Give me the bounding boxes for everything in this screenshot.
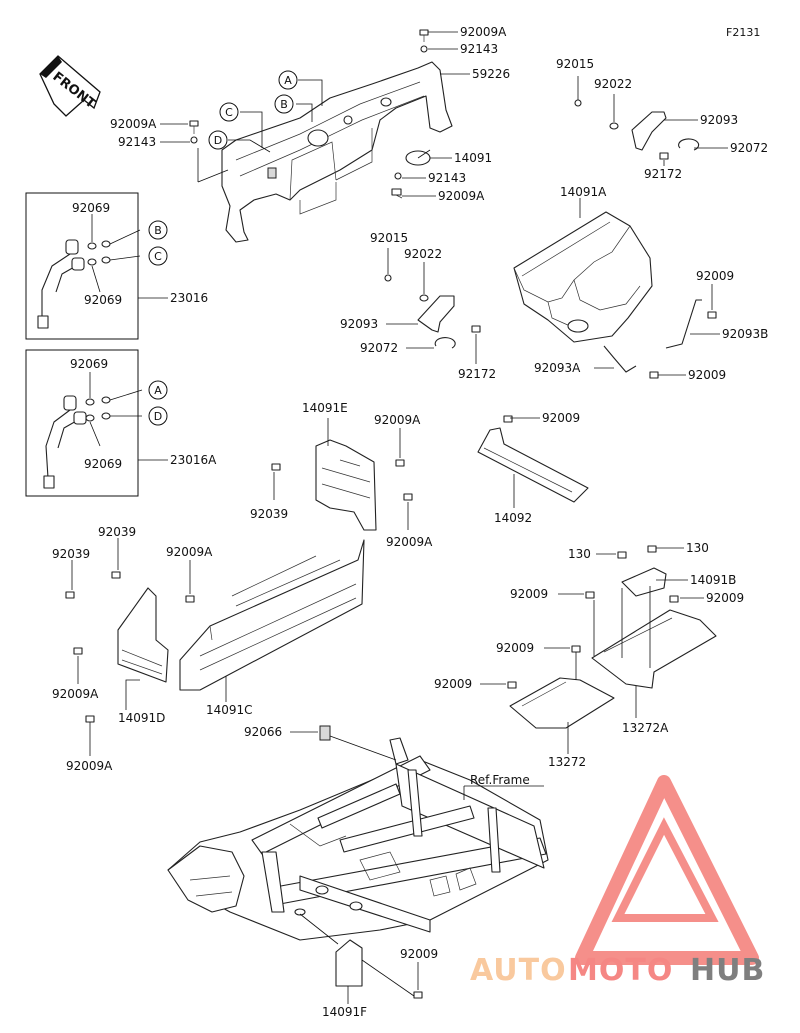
bracket-14091F: [299, 913, 423, 1004]
label-130: 130: [686, 541, 709, 555]
hose-23016: [37, 214, 168, 329]
label-92069: 92069: [84, 293, 122, 307]
label-14092: 14092: [494, 511, 532, 525]
label-92039: 92039: [98, 525, 136, 539]
panel-14091B: [596, 545, 688, 597]
label-92009: 92009: [400, 947, 438, 961]
hose-23016A: [43, 372, 168, 489]
svg-text:MOTO: MOTO: [568, 953, 673, 988]
label-92093A: 92093A: [534, 361, 581, 375]
panel-14091E: [271, 418, 413, 531]
label-14091D: 14091D: [118, 711, 165, 725]
label-92009A: 92009A: [166, 545, 213, 559]
box-23016A: [25, 349, 139, 497]
label-92009A: 92009A: [460, 25, 507, 39]
svg-text:D: D: [154, 410, 162, 423]
label-13272: 13272: [548, 755, 586, 769]
fender-14091A: [513, 211, 653, 343]
panel-13272: [480, 645, 615, 754]
label-92015: 92015: [556, 57, 594, 71]
panel-13272A: [558, 586, 717, 718]
label-92009: 92009: [496, 641, 534, 655]
svg-text:A: A: [284, 74, 292, 87]
bolt-92009A-top: [419, 29, 429, 53]
label-92069: 92069: [84, 457, 122, 471]
svg-text:HUB: HUB: [690, 953, 765, 988]
label-92009A: 92009A: [374, 413, 421, 427]
leaders-top: [160, 31, 470, 197]
label-92143: 92143: [118, 135, 156, 149]
label-92009A: 92009A: [438, 189, 485, 203]
label-92009A: 92009A: [66, 759, 113, 773]
front-arrow-icon: FRONT: [39, 55, 101, 117]
label-92009: 92009: [706, 591, 744, 605]
label-92143: 92143: [460, 42, 498, 56]
label-13272A: 13272A: [622, 721, 669, 735]
label-92066: 92066: [244, 725, 282, 739]
label-14091C: 14091C: [206, 703, 253, 717]
label-92022: 92022: [594, 77, 632, 91]
label-92172: 92172: [644, 167, 682, 181]
label-23016: 23016: [170, 291, 208, 305]
label-14091: 14091: [454, 151, 492, 165]
label-92093B: 92093B: [722, 327, 768, 341]
label-92172: 92172: [458, 367, 496, 381]
label-92015: 92015: [370, 231, 408, 245]
label-130: 130: [568, 547, 591, 561]
label-92009A: 92009A: [52, 687, 99, 701]
label-92143: 92143: [428, 171, 466, 185]
label-14091A: 14091A: [560, 185, 607, 199]
bracket-92093B: [665, 284, 720, 349]
label-92009: 92009: [542, 411, 580, 425]
label-92009A: 92009A: [110, 117, 157, 131]
box-23016: [25, 192, 139, 340]
label-92009A: 92009A: [386, 535, 433, 549]
label-23016A: 23016A: [170, 453, 217, 467]
main-frame: [167, 737, 549, 941]
svg-text:A: A: [154, 384, 162, 397]
label-92039: 92039: [52, 547, 90, 561]
label-14091B: 14091B: [690, 573, 736, 587]
svg-text:B: B: [154, 224, 162, 237]
bracket-92093A: [594, 345, 686, 379]
label-59226: 59226: [472, 67, 510, 81]
panel-14092: [477, 415, 589, 508]
label-92009: 92009: [688, 368, 726, 382]
label-14091E: 14091E: [302, 401, 348, 415]
label-92093: 92093: [340, 317, 378, 331]
svg-text:C: C: [225, 106, 233, 119]
ref-letters-top: A B C D: [208, 70, 298, 150]
label-92069: 92069: [72, 201, 110, 215]
bracket-92093-mid: [384, 248, 481, 364]
svg-text:D: D: [214, 134, 222, 147]
panel-14091D: [65, 538, 195, 756]
label-14091F: 14091F: [322, 1005, 367, 1019]
svg-text:AUTO: AUTO: [470, 953, 567, 988]
bolt-92009A-mid: [391, 172, 403, 199]
rear-panel-59226: [221, 61, 453, 243]
label-92009: 92009: [434, 677, 472, 691]
svg-text:C: C: [154, 250, 162, 263]
figure-number: F2131: [726, 26, 760, 39]
panel-14091C: [179, 539, 365, 702]
label-92022: 92022: [404, 247, 442, 261]
label-92093: 92093: [700, 113, 738, 127]
clip-92066: [319, 725, 331, 741]
svg-text:B: B: [280, 98, 288, 111]
ref-frame-label: Ref.Frame: [470, 773, 530, 787]
label-92069: 92069: [70, 357, 108, 371]
label-92072: 92072: [730, 141, 768, 155]
automotohub-logo: AUTO MOTO HUB: [470, 775, 765, 988]
label-92072: 92072: [360, 341, 398, 355]
label-92009: 92009: [510, 587, 548, 601]
bolt-92009A-left: [189, 120, 199, 144]
bracket-92093-top: [574, 76, 728, 166]
label-92039: 92039: [250, 507, 288, 521]
label-92009: 92009: [696, 269, 734, 283]
